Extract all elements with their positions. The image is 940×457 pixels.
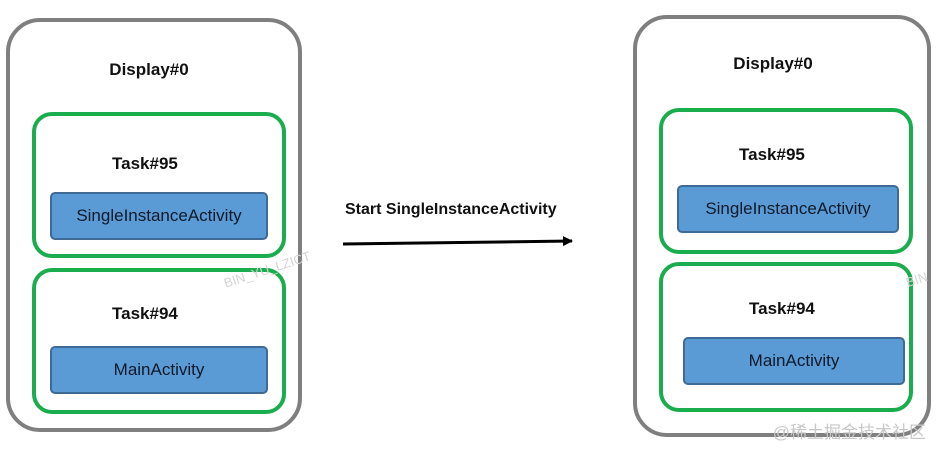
activity-right-main: MainActivity	[683, 337, 905, 385]
task-right-94-title: Task#94	[749, 299, 815, 318]
display-right-title: Display#0	[733, 54, 813, 73]
task-right-95-title: Task#95	[739, 145, 805, 164]
activity-left-single-instance: SingleInstanceActivity	[50, 192, 268, 240]
task-left-94-title: Task#94	[112, 304, 178, 323]
watermark-site: @稀土掘金技术社区	[772, 423, 926, 442]
task-right-94: Task#94 MainActivity	[659, 262, 913, 412]
display-left-title: Display#0	[109, 60, 189, 79]
display-right: Display#0 Task#95 SingleInstanceActivity…	[633, 15, 931, 437]
activity-right-single-instance: SingleInstanceActivity	[677, 185, 899, 233]
transition-label: Start SingleInstanceActivity	[345, 201, 557, 218]
display-left: Display#0 Task#95 SingleInstanceActivity…	[6, 18, 302, 432]
task-left-94: Task#94 MainActivity	[32, 268, 286, 414]
task-left-95-title: Task#95	[112, 154, 178, 173]
activity-left-main: MainActivity	[50, 346, 268, 394]
task-right-95: Task#95 SingleInstanceActivity	[659, 108, 913, 254]
task-left-95: Task#95 SingleInstanceActivity	[32, 112, 286, 258]
